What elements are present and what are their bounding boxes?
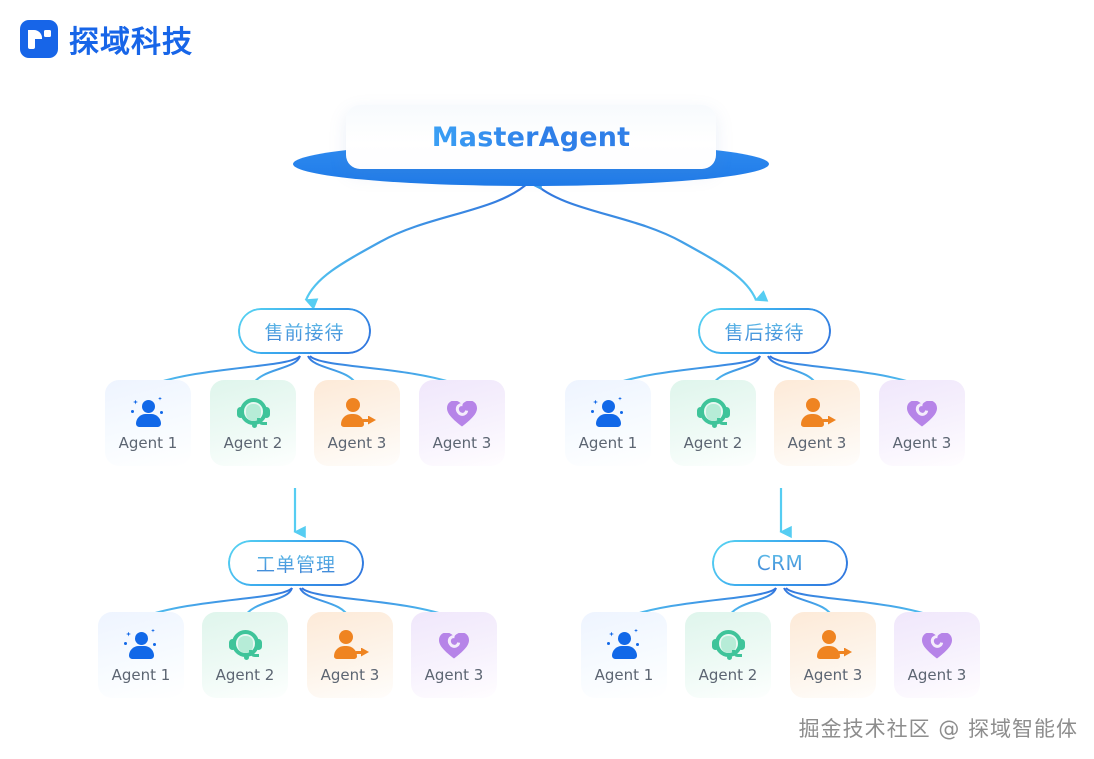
agent-card-label: Agent 3 xyxy=(907,665,967,684)
agent-card-label: Agent 1 xyxy=(118,433,178,452)
agent-card[interactable]: Agent 3 xyxy=(894,612,980,698)
agent-card-label: Agent 1 xyxy=(594,665,654,684)
agent-card-label: Agent 3 xyxy=(432,433,492,452)
agent-card-label: Agent 3 xyxy=(803,665,863,684)
user-ai-icon xyxy=(131,395,165,429)
heart-care-icon xyxy=(445,395,479,429)
agent-card[interactable]: Agent 3 xyxy=(314,380,400,466)
agent-card-label: Agent 2 xyxy=(223,433,283,452)
agent-card[interactable]: Agent 3 xyxy=(879,380,965,466)
watermark: 掘金技术社区 @ 探域智能体 xyxy=(798,717,1078,741)
node-ticket-management[interactable]: 工单管理 xyxy=(228,540,364,586)
agent-card[interactable]: Agent 3 xyxy=(411,612,497,698)
agent-card-label: Agent 3 xyxy=(327,433,387,452)
node-crm-label: CRM xyxy=(756,551,804,575)
pill-border xyxy=(228,540,364,586)
user-ai-icon xyxy=(607,627,641,661)
master-agent-node[interactable]: MasterAgent xyxy=(346,105,716,169)
node-aftersale[interactable]: 售后接待 xyxy=(698,308,831,354)
pill-border xyxy=(698,308,831,354)
agent-card[interactable]: Agent 2 xyxy=(202,612,288,698)
tanyu-logo-icon xyxy=(20,20,58,58)
transfer-icon xyxy=(800,395,836,429)
heart-care-icon xyxy=(905,395,939,429)
transfer-icon xyxy=(816,627,852,661)
agent-card[interactable]: Agent 3 xyxy=(419,380,505,466)
agent-card[interactable]: Agent 2 xyxy=(670,380,756,466)
agent-card-label: Agent 2 xyxy=(215,665,275,684)
pill-border xyxy=(712,540,848,586)
master-agent-label: MasterAgent xyxy=(431,121,631,153)
brand-name: 探域科技 xyxy=(69,25,193,60)
brand-logo: 探域科技 xyxy=(20,17,193,61)
pill-border xyxy=(238,308,371,354)
user-ai-icon xyxy=(124,627,158,661)
transfer-icon xyxy=(340,395,376,429)
headset-icon xyxy=(236,395,270,429)
agent-card[interactable]: Agent 3 xyxy=(790,612,876,698)
user-ai-icon xyxy=(591,395,625,429)
agent-card-label: Agent 1 xyxy=(578,433,638,452)
node-presale[interactable]: 售前接待 xyxy=(238,308,371,354)
agent-card-label: Agent 3 xyxy=(787,433,847,452)
agent-card[interactable]: Agent 1 xyxy=(105,380,191,466)
node-aftersale-label: 售后接待 xyxy=(724,318,804,345)
node-crm[interactable]: CRM xyxy=(712,540,848,586)
agent-card-label: Agent 3 xyxy=(892,433,952,452)
agent-card[interactable]: Agent 3 xyxy=(307,612,393,698)
agent-card-label: Agent 1 xyxy=(111,665,171,684)
agent-card[interactable]: Agent 1 xyxy=(581,612,667,698)
transfer-icon xyxy=(333,627,369,661)
agent-card[interactable]: Agent 1 xyxy=(98,612,184,698)
agent-card[interactable]: Agent 1 xyxy=(565,380,651,466)
agent-card[interactable]: Agent 2 xyxy=(210,380,296,466)
agent-card[interactable]: Agent 2 xyxy=(685,612,771,698)
headset-icon xyxy=(711,627,745,661)
agent-card-label: Agent 2 xyxy=(698,665,758,684)
agent-card-label: Agent 2 xyxy=(683,433,743,452)
headset-icon xyxy=(696,395,730,429)
heart-care-icon xyxy=(437,627,471,661)
heart-care-icon xyxy=(920,627,954,661)
agent-card-label: Agent 3 xyxy=(424,665,484,684)
node-ticket-label: 工单管理 xyxy=(256,550,336,577)
node-presale-label: 售前接待 xyxy=(264,318,344,345)
headset-icon xyxy=(228,627,262,661)
agent-card[interactable]: Agent 3 xyxy=(774,380,860,466)
agent-card-label: Agent 3 xyxy=(320,665,380,684)
